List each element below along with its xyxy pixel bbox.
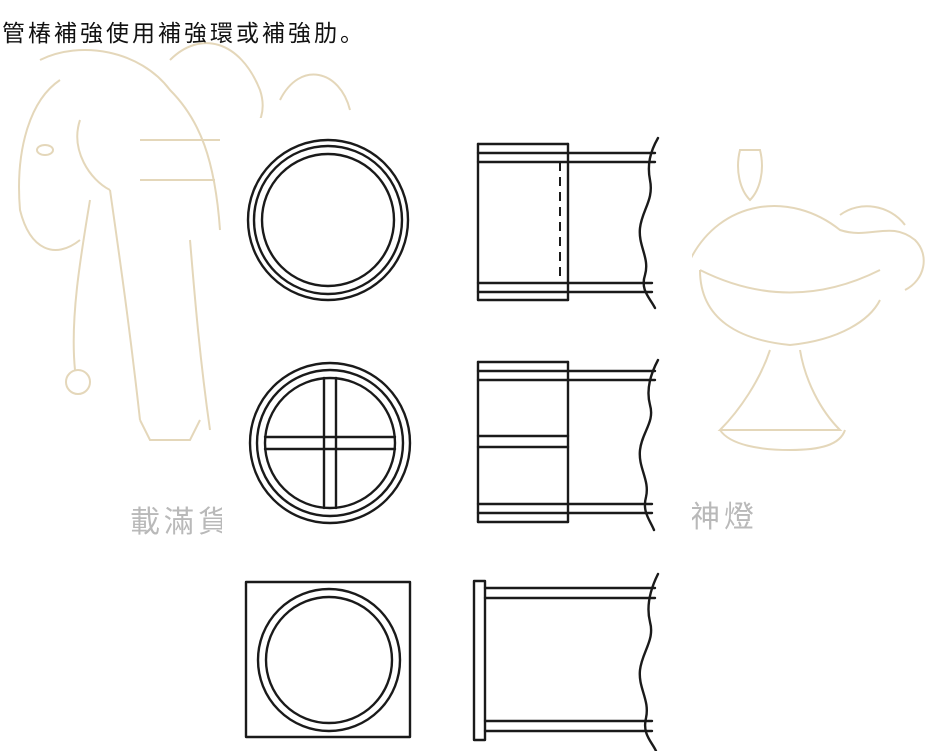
plan-view-rib bbox=[248, 361, 412, 525]
caption-text: 管椿補強使用補強環或補強肋。 bbox=[2, 21, 366, 47]
lamp-sketch bbox=[689, 149, 925, 452]
plan-view-ring bbox=[246, 138, 410, 302]
elevation-view-ring bbox=[476, 136, 660, 310]
elevation-view-square-plate bbox=[472, 572, 660, 751]
drawing-panel bbox=[222, 118, 692, 751]
plan-view-square-plate bbox=[244, 580, 412, 739]
elevation-view-rib bbox=[476, 358, 660, 532]
watermark-text-right: 神燈 bbox=[690, 500, 758, 535]
